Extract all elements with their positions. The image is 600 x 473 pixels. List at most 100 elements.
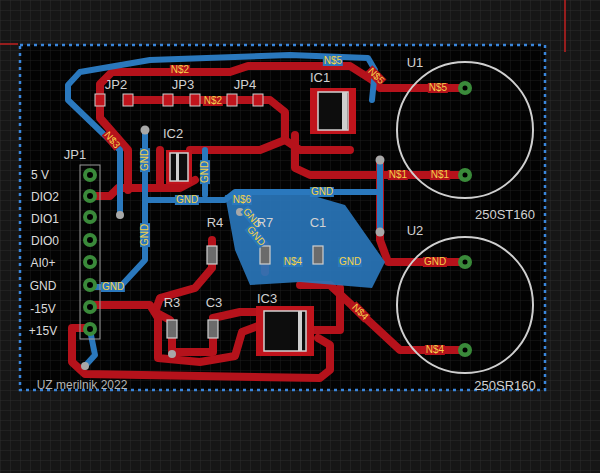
vias	[81, 126, 385, 371]
smd-pad	[95, 94, 105, 106]
net-name: N$5	[365, 65, 386, 86]
ic-pads	[256, 306, 314, 356]
pin-name: +15V	[29, 325, 57, 337]
pin-pad	[458, 81, 472, 95]
bottom-traces	[72, 66, 465, 378]
resistor-symbol	[167, 320, 177, 338]
trace	[90, 130, 145, 287]
ic-marker	[342, 92, 347, 130]
trace	[90, 305, 258, 362]
capacitor-symbol	[313, 246, 323, 264]
pin-pad	[83, 300, 97, 314]
net-name: N$3	[102, 129, 123, 151]
net-name: N$1	[388, 170, 408, 180]
trace	[172, 330, 213, 352]
via	[376, 228, 385, 237]
pin-pad	[83, 278, 97, 292]
pin-pad	[83, 168, 97, 182]
via	[168, 350, 176, 358]
pin-hole	[87, 282, 93, 288]
frame-marker	[0, 43, 18, 45]
pin-pad	[458, 168, 472, 182]
trace	[100, 66, 465, 100]
part-name: IC1	[310, 71, 330, 84]
net-name: GND	[423, 257, 447, 267]
net-name: GND	[140, 223, 150, 247]
part-name: IC3	[257, 292, 277, 305]
net-name: N$6	[232, 195, 252, 205]
transducer-outline	[397, 237, 533, 373]
via	[376, 156, 385, 165]
smd-pad	[163, 94, 173, 106]
pin-hole	[463, 260, 468, 265]
pin-hole	[87, 172, 93, 178]
via	[141, 126, 150, 135]
net-name: GND	[101, 282, 125, 292]
ic-body	[318, 92, 348, 130]
resistor-symbol	[207, 246, 217, 264]
trace	[156, 150, 164, 188]
net-name: N$2	[203, 96, 223, 106]
net-name: GND	[310, 187, 334, 197]
part-name: R7	[257, 216, 274, 229]
pin-hole	[87, 259, 93, 265]
part-name: C3	[206, 296, 223, 309]
part-name: JP3	[172, 78, 194, 91]
trace	[213, 312, 262, 318]
ic-body	[170, 153, 188, 181]
part-name: U2	[407, 224, 424, 237]
smd-pad	[227, 94, 237, 106]
pin-name: -15V	[30, 303, 55, 315]
frame-marker	[564, 0, 566, 52]
net-name: N$5	[323, 56, 343, 66]
pin-hole	[87, 237, 93, 243]
pin-pad	[83, 322, 97, 336]
board-outline	[20, 45, 545, 390]
ic-body	[264, 311, 306, 351]
part-name: JP2	[105, 78, 127, 91]
net-name: GND	[175, 195, 199, 205]
net-name: N$5	[428, 83, 448, 93]
ic-marker	[298, 311, 302, 351]
pin-name: AI0+	[30, 257, 55, 269]
part-name: JP4	[234, 78, 256, 91]
net-name: N$4	[425, 345, 445, 355]
pin-hole	[87, 214, 93, 220]
part-name: IC2	[163, 127, 183, 140]
pin-hole	[463, 348, 468, 353]
part-name: 250ST160	[475, 208, 535, 221]
header-pins	[83, 168, 97, 336]
pin-hole	[463, 86, 468, 91]
net-name: N$1	[430, 170, 450, 180]
net-name: GND	[338, 257, 362, 267]
net-name: N$4	[349, 301, 370, 322]
pin-name: GND	[30, 280, 57, 292]
passive-parts	[167, 246, 323, 338]
smd-pad	[253, 94, 263, 106]
resistor-symbol	[260, 246, 270, 264]
top-traces	[68, 55, 380, 366]
ic-pads	[310, 88, 356, 134]
pin-hole	[87, 304, 93, 310]
trace	[312, 288, 340, 330]
pin-pad	[83, 255, 97, 269]
pin-pad	[83, 233, 97, 247]
ic-pads	[166, 150, 192, 184]
net-name: N$4	[283, 257, 303, 267]
transducer-pads	[458, 81, 472, 357]
via	[116, 211, 124, 219]
trace	[380, 160, 465, 262]
net-name: N$2	[170, 65, 190, 75]
board-note: UZ merilnik 2022	[37, 379, 128, 391]
copper-pour	[225, 192, 385, 288]
pin-hole	[87, 193, 93, 199]
header-outline	[80, 165, 100, 339]
pin-hole	[87, 326, 93, 332]
part-name: R4	[207, 216, 224, 229]
net-name: GND	[140, 148, 150, 172]
trace	[100, 100, 128, 190]
